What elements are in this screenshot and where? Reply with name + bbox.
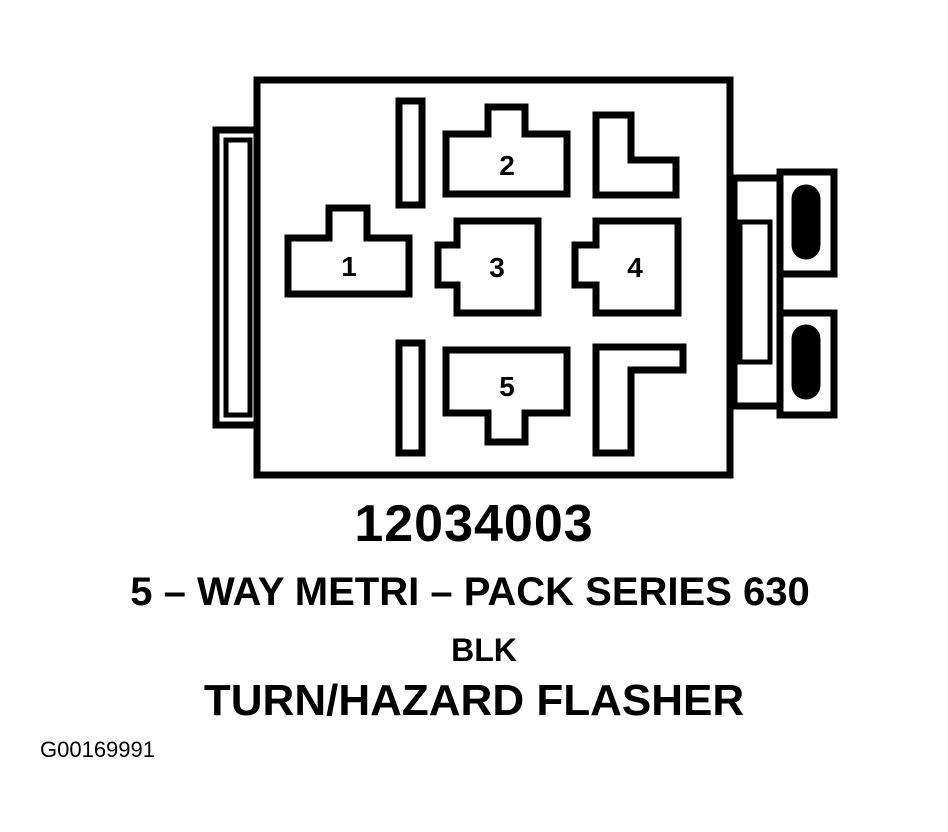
- cavity-3: [434, 217, 542, 317]
- cavity-4-label: 4: [627, 252, 643, 283]
- cavity-3-label: 3: [489, 252, 505, 283]
- cavity-2: [442, 103, 571, 198]
- l-key-lower: [592, 343, 687, 457]
- figure-id: G00169991: [40, 737, 155, 762]
- connector-left-latch-inner: [223, 137, 253, 418]
- part-number: 12034003: [354, 495, 594, 553]
- connector-right-housing-inner: [737, 219, 773, 365]
- connector-right-slot-lower: [791, 324, 821, 400]
- connector-right-housing: [730, 174, 784, 410]
- connector-left-latch: [212, 126, 264, 429]
- cavity-5-label: 5: [499, 371, 515, 402]
- keying-slot-upper: [395, 97, 426, 209]
- connector-description: 5 – WAY METRI – PACK SERIES 630: [130, 570, 810, 614]
- keying-slot-lower: [395, 339, 426, 457]
- connector-right-tab-lower: [776, 309, 838, 419]
- cavity-1-label: 1: [341, 251, 357, 282]
- cavity-4: [571, 217, 682, 317]
- cavity-5: [442, 346, 571, 446]
- connector-body: [253, 76, 734, 479]
- component-name: TURN/HAZARD FLASHER: [203, 676, 745, 725]
- l-key-upper: [592, 111, 680, 199]
- connector-diagram: 1 2 3 4 5: [212, 76, 838, 479]
- connector-color: BLK: [451, 632, 517, 668]
- connector-right-slot-upper: [791, 184, 821, 260]
- cavity-1: [284, 204, 413, 298]
- connector-right-tab-upper: [776, 168, 838, 278]
- cavity-2-label: 2: [499, 150, 515, 181]
